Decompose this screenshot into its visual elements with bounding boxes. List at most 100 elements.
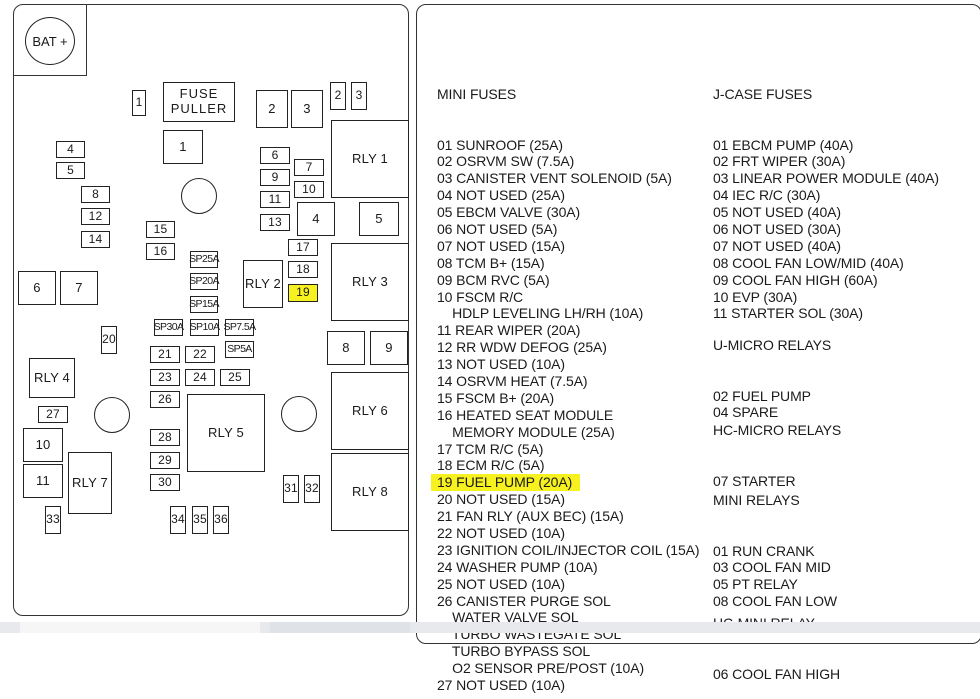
relay-2: RLY 2 — [243, 260, 283, 308]
fuse-25: 25 — [220, 369, 250, 386]
fuse-7: 7 — [294, 159, 324, 176]
jcase-fuses-title: J-CASE FUSES — [713, 85, 813, 102]
fuse-2: 2 — [256, 90, 288, 128]
legend-panel — [416, 4, 980, 644]
jcase-fuse-item: 06 NOT USED (30A) — [713, 220, 841, 237]
relay-7: RLY 7 — [68, 452, 112, 514]
relay-6: RLY 6 — [331, 372, 409, 450]
fuse-30: 30 — [150, 474, 180, 491]
fuse-20: 20 — [101, 326, 117, 354]
fuse-5: 5 — [56, 162, 85, 179]
fuse-34: 34 — [170, 506, 186, 534]
mini-fuse-item: MEMORY MODULE (25A) — [437, 423, 615, 440]
mounting-hole-2 — [94, 397, 130, 433]
fuse-9: 9 — [260, 169, 290, 186]
mini-fuse-item: 21 FAN RLY (AUX BEC) (15A) — [437, 508, 624, 525]
fuse-6-large: 6 — [18, 271, 56, 305]
fuse-1-small: 1 — [132, 90, 146, 116]
mini-fuses-title: MINI FUSES — [437, 85, 517, 102]
fuse-21: 21 — [150, 346, 180, 363]
mini-fuse-item: HDLP LEVELING LH/RH (10A) — [437, 305, 644, 322]
fuse-14: 14 — [81, 231, 110, 248]
fuse-3-small: 3 — [351, 82, 367, 110]
mini-fuse-item: 22 NOT USED (10A) — [437, 525, 565, 541]
spare-fuse-5a: SP5A — [225, 341, 254, 358]
fuse-19-highlighted: 19 — [288, 284, 318, 302]
fuse-31: 31 — [283, 475, 299, 503]
fuse-12: 12 — [81, 208, 110, 225]
mini-fuse-item: TURBO BYPASS SOL — [437, 643, 591, 660]
fuse-23: 23 — [150, 369, 180, 386]
mini-fuse-item: 03 CANISTER VENT SOLENOID (5A) — [437, 170, 672, 187]
mini-fuse-item: 20 NOT USED (15A) — [437, 491, 565, 508]
mini-fuse-item: 23 IGNITION COIL/INJECTOR COIL (15A) — [437, 541, 700, 558]
jcase-fuse-item: 04 IEC R/C (30A) — [713, 187, 821, 204]
mini-fuse-item: 16 HEATED SEAT MODULE — [437, 406, 614, 423]
u-micro-relay-item: 02 FUEL PUMP — [713, 387, 811, 404]
fuse-11-large: 11 — [23, 464, 63, 498]
fuse-3: 3 — [291, 90, 323, 128]
spare-fuse-7-5a: SP7.5A — [224, 319, 256, 336]
fuse-2-small: 2 — [330, 82, 346, 110]
fuse-18: 18 — [288, 261, 318, 278]
fuse-35: 35 — [192, 506, 208, 534]
jcase-fuse-item: 01 EBCM PUMP (40A) — [713, 136, 854, 153]
mounting-hole-1 — [181, 178, 217, 214]
mini-fuse-item: 17 TCM R/C (5A) — [437, 440, 544, 457]
mini-relay-item: 03 COOL FAN MID — [713, 559, 831, 576]
mini-fuse-item: 27 NOT USED (10A) — [437, 677, 565, 694]
bottom-scroll-strip — [0, 622, 980, 633]
jcase-fuse-item: 10 EVP (30A) — [713, 288, 798, 305]
fuse-4: 4 — [56, 141, 85, 158]
mounting-hole-3 — [281, 396, 317, 432]
relay-4: RLY 4 — [29, 358, 75, 398]
u-micro-relay-item: 04 SPARE — [713, 404, 779, 421]
fuse-10: 10 — [294, 181, 324, 198]
mini-fuse-item: 19 FUEL PUMP (20A) — [431, 474, 699, 492]
mini-fuse-item: 14 OSRVM HEAT (7.5A) — [437, 372, 588, 389]
fuse-29: 29 — [150, 452, 180, 469]
hc-micro-relays-title: HC-MICRO RELAYS — [713, 421, 842, 438]
mini-fuse-item: 05 EBCM VALVE (30A) — [437, 204, 581, 221]
relay-5: RLY 5 — [187, 394, 265, 472]
fuse-28: 28 — [150, 429, 180, 446]
jcase-fuse-item: 09 COOL FAN HIGH (60A) — [713, 271, 878, 288]
hc-mini-relay-list: HC-MINI RELAY 06 COOL FAN HIGH — [713, 581, 840, 699]
mini-fuse-item: 12 RR WDW DEFOG (25A) — [437, 339, 607, 356]
fuse-9-large: 9 — [370, 331, 408, 365]
fuse-5-large: 5 — [359, 202, 399, 236]
fuse-26: 26 — [150, 391, 180, 408]
fuse-11: 11 — [260, 191, 290, 208]
jcase-fuse-item: 05 NOT USED (40A) — [713, 204, 841, 221]
spare-fuse-10a: SP10A — [190, 319, 220, 336]
fuse-16: 16 — [146, 243, 175, 260]
fuse-puller: FUSE PULLER — [163, 82, 235, 122]
fuse-15: 15 — [146, 221, 175, 238]
mini-fuse-item: O2 SENSOR PRE/POST (10A) — [437, 660, 645, 677]
hc-mini-relay-item: 06 COOL FAN HIGH — [713, 665, 841, 682]
fuse-17: 17 — [288, 239, 318, 256]
mini-fuse-item: 15 FSCM B+ (20A) — [437, 389, 555, 406]
jcase-fuses-list: J-CASE FUSES 01 EBCM PUMP (40A)02 FRT WI… — [713, 52, 939, 322]
hc-micro-relay-item: 07 STARTER — [713, 472, 796, 489]
mini-fuse-item: 01 SUNROOF (25A) — [437, 136, 563, 153]
fuse-7-large: 7 — [60, 271, 98, 305]
fuse-13: 13 — [260, 214, 290, 231]
spare-fuse-15a: SP15A — [189, 296, 219, 313]
mini-fuses-list: MINI FUSES 01 SUNROOF (25A)02 OSRVM SW (… — [431, 52, 700, 693]
battery-corner-frame — [13, 4, 87, 76]
fuse-32: 32 — [304, 475, 320, 503]
fuse-10-large: 10 — [23, 428, 63, 462]
mini-fuse-item: 25 NOT USED (10A) — [437, 575, 565, 592]
mini-fuse-item: 06 NOT USED (5A) — [437, 220, 558, 237]
mini-relay-item: 01 RUN CRANK — [713, 542, 815, 559]
mini-fuse-item: 24 WASHER PUMP (10A) — [437, 558, 598, 575]
jcase-fuse-item: 02 FRT WIPER (30A) — [713, 153, 846, 170]
mini-fuse-item: 09 BCM RVC (5A) — [437, 271, 550, 288]
relay-3: RLY 3 — [331, 243, 409, 321]
u-micro-relays-title: U-MICRO RELAYS — [713, 336, 832, 353]
mini-fuse-item: 26 CANISTER PURGE SOL — [437, 592, 611, 609]
battery-terminal: BAT + — [25, 17, 75, 65]
mini-fuse-item: 02 OSRVM SW (7.5A) — [437, 153, 575, 170]
